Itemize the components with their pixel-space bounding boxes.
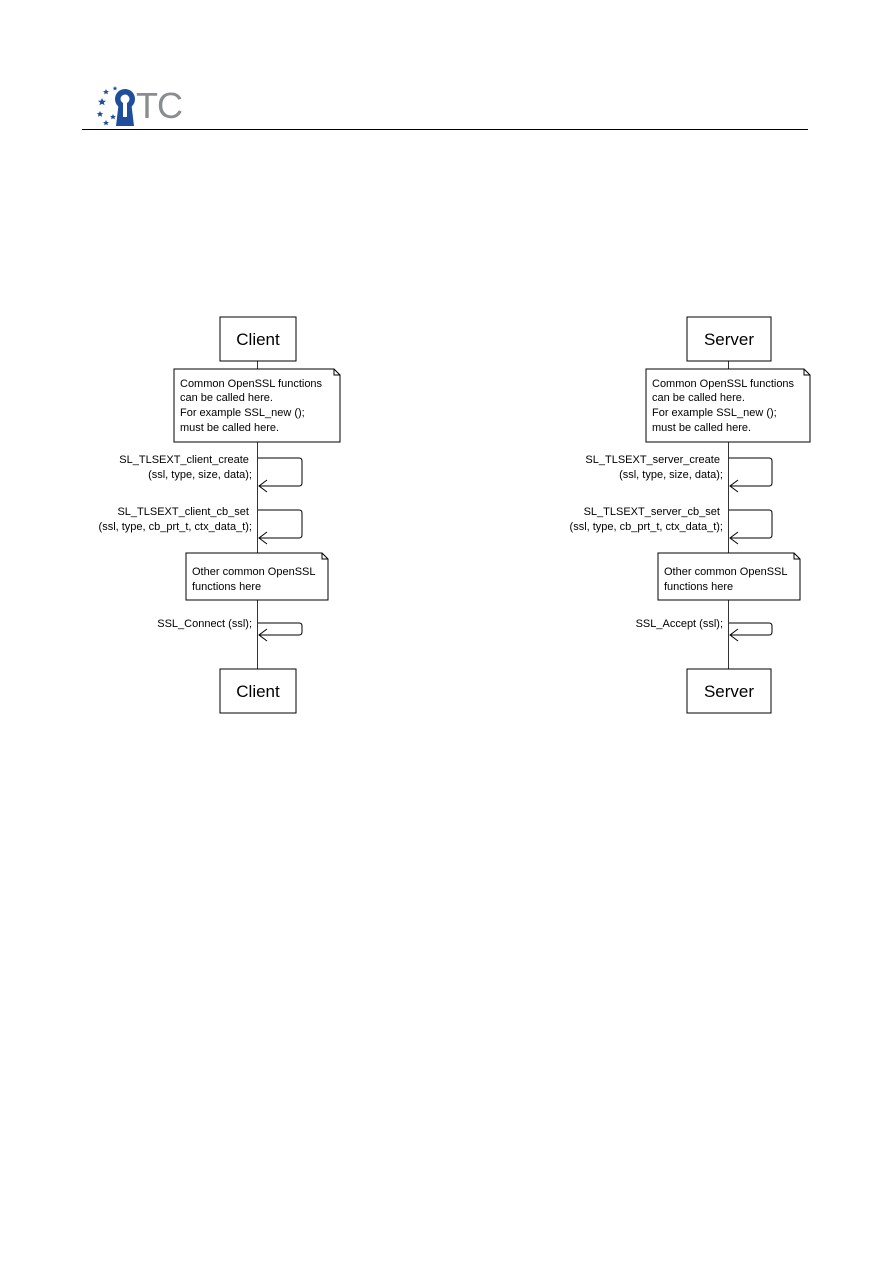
client-message-connect: SSL_Connect (ssl); [157, 618, 303, 642]
server-actor-top [686, 316, 772, 362]
client-message-create-label: SL_TLSEXT_client_create (ssl, type, size… [119, 454, 252, 481]
client-actor-top-label: Client [236, 330, 280, 349]
server-message-create: SL_TLSEXT_server_create (ssl, type, size… [585, 454, 773, 493]
server-note-common: Common OpenSSL functions can be called h… [645, 368, 811, 443]
server-actor-bottom [686, 668, 772, 714]
server-message-create-label: SL_TLSEXT_server_create (ssl, type, size… [585, 454, 723, 481]
server-message-cb-set-label: SL_TLSEXT_server_cb_set (ssl, type, cb_p… [570, 506, 723, 533]
server-actor-top-label: Server [704, 330, 754, 349]
client-message-connect-label: SSL_Connect (ssl); [157, 618, 252, 630]
client-message-create: SL_TLSEXT_client_create (ssl, type, size… [119, 454, 303, 493]
client-actor-bottom [219, 668, 297, 714]
server-note-common-text: Common OpenSSL functions can be called h… [652, 378, 797, 434]
server-lifeline-group: Server Common OpenSSL functions can be c… [570, 316, 811, 714]
keyhole-stars-icon [96, 86, 135, 126]
client-lifeline-group: Client Common OpenSSL functions can be c… [99, 316, 341, 714]
client-note-common: Common OpenSSL functions can be called h… [173, 368, 341, 443]
client-actor-bottom-label: Client [236, 682, 280, 701]
server-message-accept: SSL_Accept (ssl); [636, 618, 773, 642]
server-message-accept-label: SSL_Accept (ssl); [636, 618, 723, 630]
client-actor-top [219, 316, 297, 362]
server-message-cb-set: SL_TLSEXT_server_cb_set (ssl, type, cb_p… [570, 506, 773, 545]
client-note-common-text: Common OpenSSL functions can be called h… [180, 378, 325, 434]
server-note-other-text: Other common OpenSSL functions here [664, 566, 790, 593]
client-message-cb-set-label: SL_TLSEXT_client_cb_set (ssl, type, cb_p… [99, 506, 252, 533]
client-note-other-text: Other common OpenSSL functions here [192, 566, 318, 593]
client-message-cb-set: SL_TLSEXT_client_cb_set (ssl, type, cb_p… [99, 506, 303, 545]
company-logo: TC [96, 84, 186, 128]
client-note-other: Other common OpenSSL functions here [185, 552, 329, 601]
server-note-other: Other common OpenSSL functions here [657, 552, 801, 601]
header-divider [82, 129, 808, 130]
server-actor-bottom-label: Server [704, 682, 754, 701]
logo-text: TC [136, 85, 183, 126]
